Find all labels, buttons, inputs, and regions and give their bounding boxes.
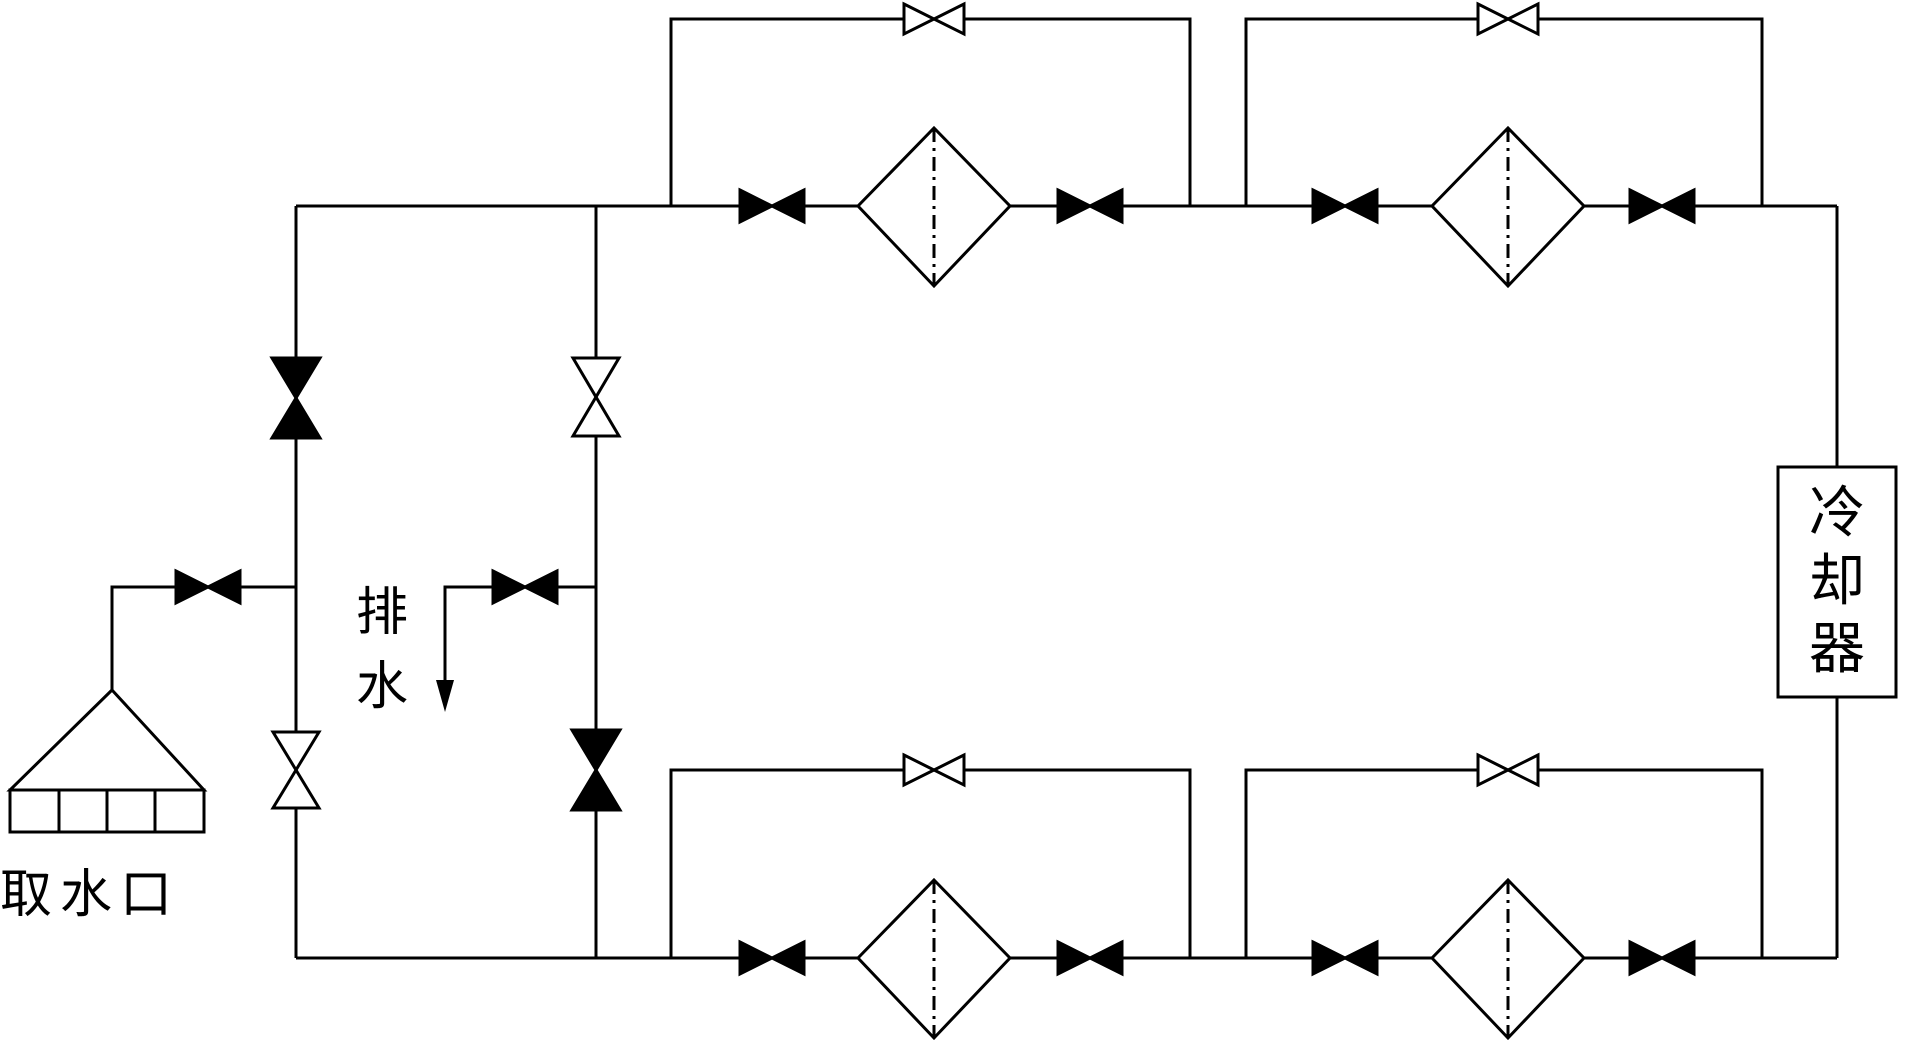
- valve-middle-upper[interactable]: [570, 356, 622, 400]
- drain-branch-pipe: [443, 585, 596, 695]
- filter-top-1: [855, 125, 1013, 289]
- valve-top-2-in[interactable]: [1311, 187, 1349, 225]
- bypass-valve-bottom-2[interactable]: [1476, 752, 1512, 788]
- filter-top-2: [1429, 125, 1587, 289]
- valve-bottom-2-in[interactable]: [1311, 939, 1349, 977]
- valve-top-1-in-b[interactable]: [768, 187, 806, 225]
- intake-branch-pipe: [110, 585, 296, 690]
- cooler-label-1: 冷: [1809, 481, 1865, 546]
- cooler-box: [1776, 465, 1898, 699]
- cooler-label-2: 却: [1809, 549, 1865, 614]
- bypass-valve-bottom-2-b[interactable]: [1504, 752, 1540, 788]
- valve-drain[interactable]: [491, 568, 529, 606]
- valve-bottom-2-out[interactable]: [1628, 939, 1666, 977]
- valve-intake[interactable]: [174, 568, 212, 606]
- bypass-valve-top-2[interactable]: [1476, 1, 1512, 37]
- valve-bottom-1-out-b[interactable]: [1086, 939, 1124, 977]
- valve-intake-b[interactable]: [204, 568, 242, 606]
- valve-bottom-2-out-b[interactable]: [1658, 939, 1696, 977]
- bypass-valve-bottom-1-b[interactable]: [930, 752, 966, 788]
- bypass-valve-top-2-b[interactable]: [1504, 1, 1540, 37]
- drain-arrow: [436, 680, 454, 712]
- valve-bottom-1-in[interactable]: [738, 939, 776, 977]
- valve-top-1-out[interactable]: [1056, 187, 1094, 225]
- drain-label-top: 排: [356, 583, 408, 643]
- valve-left-upper-b[interactable]: [269, 395, 323, 440]
- bypass-valve-bottom-1[interactable]: [902, 752, 938, 788]
- valve-top-2-out[interactable]: [1628, 187, 1666, 225]
- valve-top-2-in-b[interactable]: [1341, 187, 1379, 225]
- intake-label: 取水口: [0, 865, 180, 925]
- valve-left-upper[interactable]: [269, 356, 323, 401]
- valve-drain-b[interactable]: [521, 568, 559, 606]
- pipe-network: [110, 17, 1839, 960]
- water-intake-hood: [6, 687, 208, 834]
- bypass-valve-top-1-b[interactable]: [930, 1, 966, 37]
- valve-left-lower[interactable]: [270, 730, 322, 773]
- valve-top-2-out-b[interactable]: [1658, 187, 1696, 225]
- valve-middle-upper-b[interactable]: [570, 394, 622, 438]
- bypass-valve-top-1[interactable]: [902, 1, 938, 37]
- valve-bottom-1-in-b[interactable]: [768, 939, 806, 977]
- cooler-label-3: 器: [1809, 617, 1865, 682]
- valve-bottom-1-out[interactable]: [1056, 939, 1094, 977]
- valve-top-1-in[interactable]: [738, 187, 776, 225]
- valve-bottom-2-in-b[interactable]: [1341, 939, 1379, 977]
- drain-label-bottom: 水: [356, 657, 408, 717]
- valve-middle-lower-b[interactable]: [569, 767, 623, 812]
- filter-bottom-1: [855, 877, 1013, 1041]
- filter-bottom-2: [1429, 877, 1587, 1041]
- valve-middle-lower[interactable]: [569, 728, 623, 773]
- valve-left-lower-b[interactable]: [270, 767, 322, 810]
- valve-top-1-out-b[interactable]: [1086, 187, 1124, 225]
